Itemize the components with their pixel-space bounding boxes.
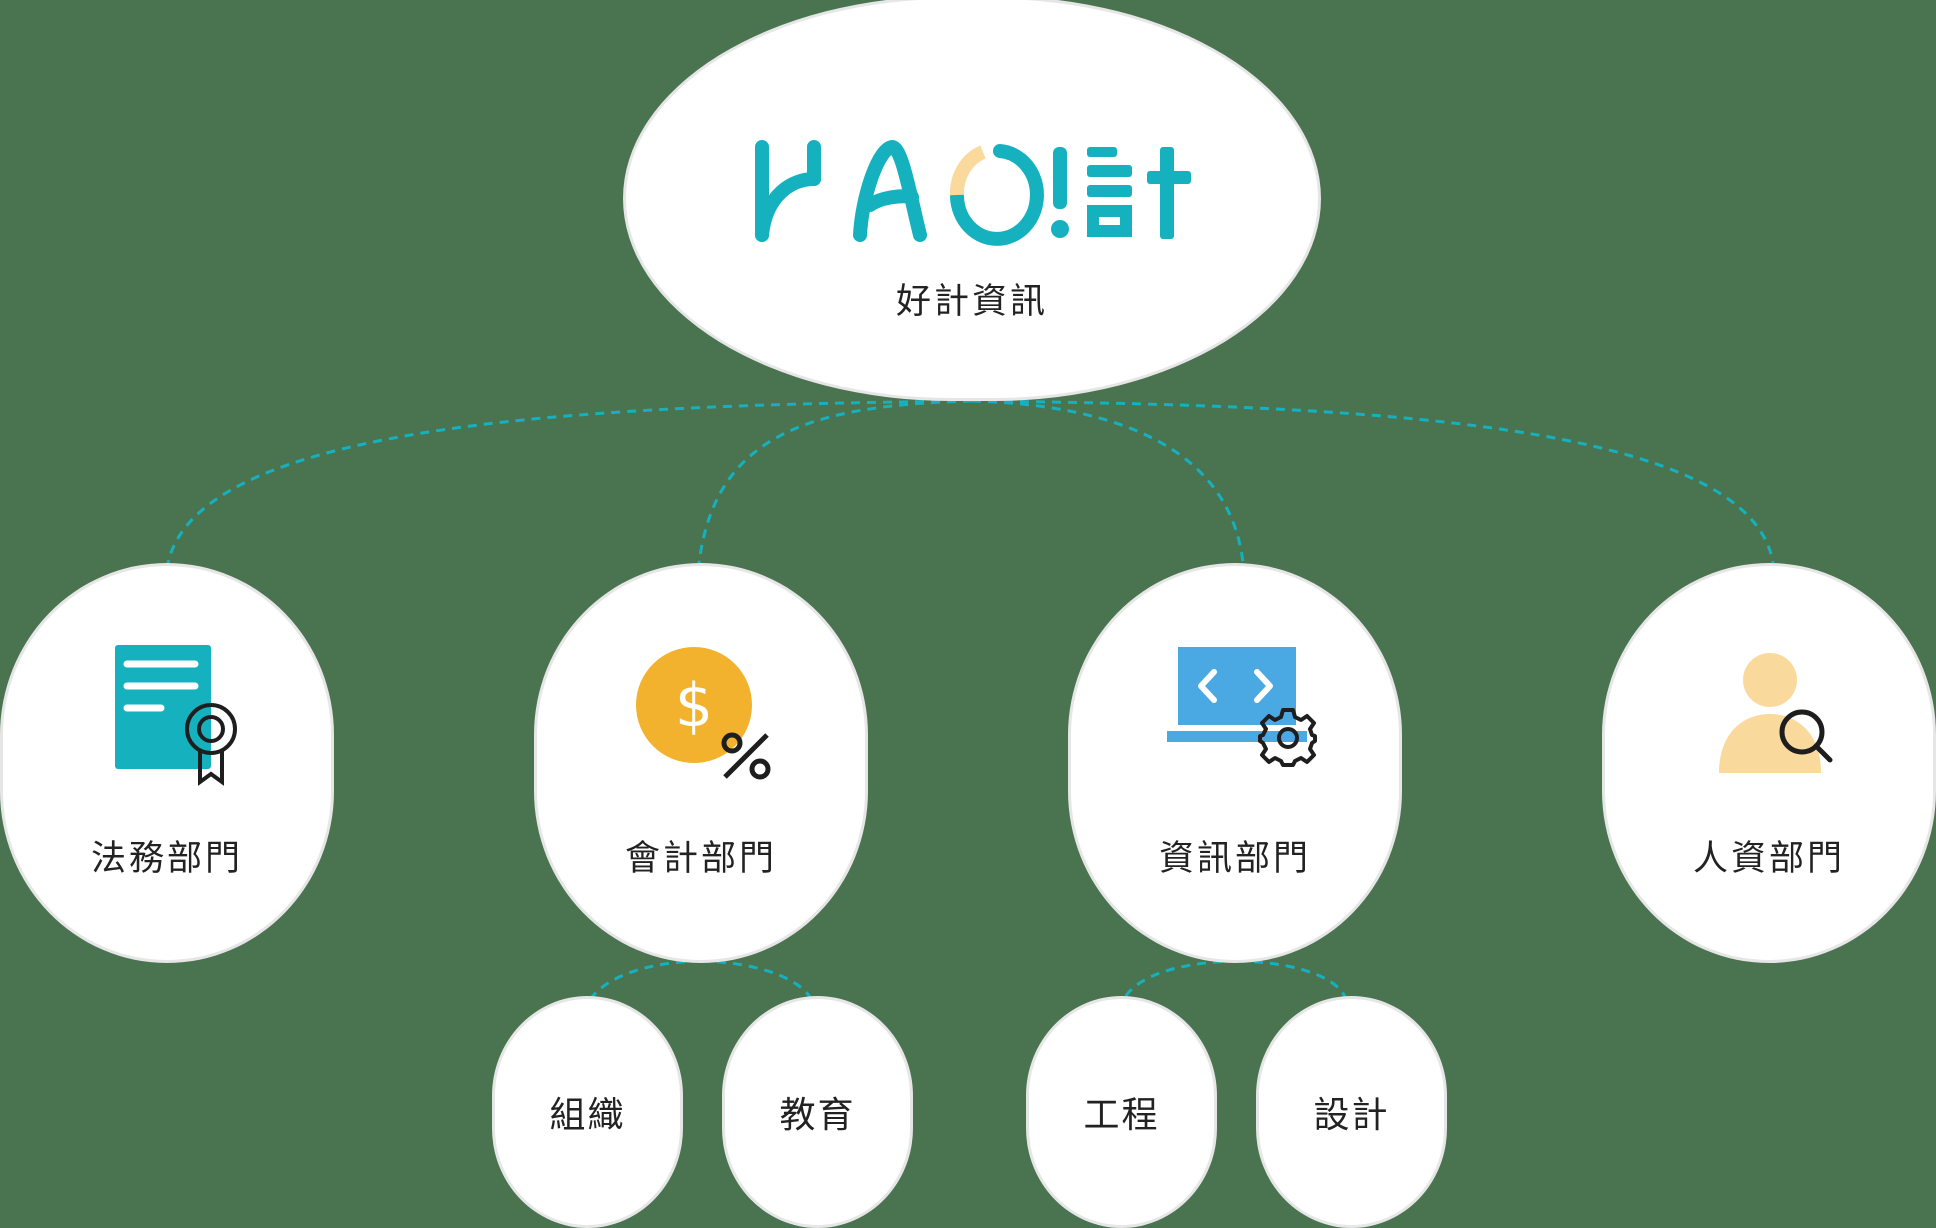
dept-node-accounting: $ 會計部門: [534, 563, 868, 963]
sub-label-engineering: 工程: [1083, 1095, 1160, 1136]
connector-root-hr: [971, 399, 1775, 564]
sub-label-design: 設計: [1313, 1095, 1390, 1136]
root-node-company: 好計資訊: [623, 0, 1321, 401]
sub-node-organization: 組織: [492, 996, 683, 1228]
dept-label-accounting: 會計部門: [624, 838, 777, 879]
person-search-icon: [1719, 652, 1833, 773]
certificate-document-icon: [115, 644, 237, 786]
svg-text:$: $: [675, 671, 713, 741]
sub-label-organization: 組織: [549, 1095, 626, 1136]
dept-label-legal: 法務部門: [90, 838, 243, 879]
connector-accounting-education: [700, 959, 812, 998]
connector-it-engineering: [1123, 959, 1239, 998]
connector-it-design: [1237, 959, 1347, 998]
sub-node-engineering: 工程: [1026, 996, 1217, 1228]
sub-node-design: 設計: [1256, 996, 1447, 1228]
connector-root-it: [971, 399, 1245, 564]
dept-node-legal: 法務部門: [0, 563, 334, 963]
hao-logo-icon: [755, 139, 1191, 246]
dept-node-it: 資訊部門: [1068, 563, 1402, 963]
dept-label-it: 資訊部門: [1158, 838, 1311, 879]
dept-node-hr: 人資部門: [1602, 563, 1936, 963]
root-node-label: 好計資訊: [895, 282, 1048, 322]
laptop-code-gear-icon: [1167, 646, 1317, 767]
dept-label-hr: 人資部門: [1692, 838, 1845, 879]
connector-root-legal: [166, 399, 973, 564]
sub-label-education: 教育: [779, 1095, 856, 1136]
sub-node-education: 教育: [722, 996, 913, 1228]
dollar-coin-percent-icon: $: [636, 646, 771, 779]
connector-root-accounting: [697, 399, 973, 564]
connector-accounting-organization: [590, 959, 702, 998]
